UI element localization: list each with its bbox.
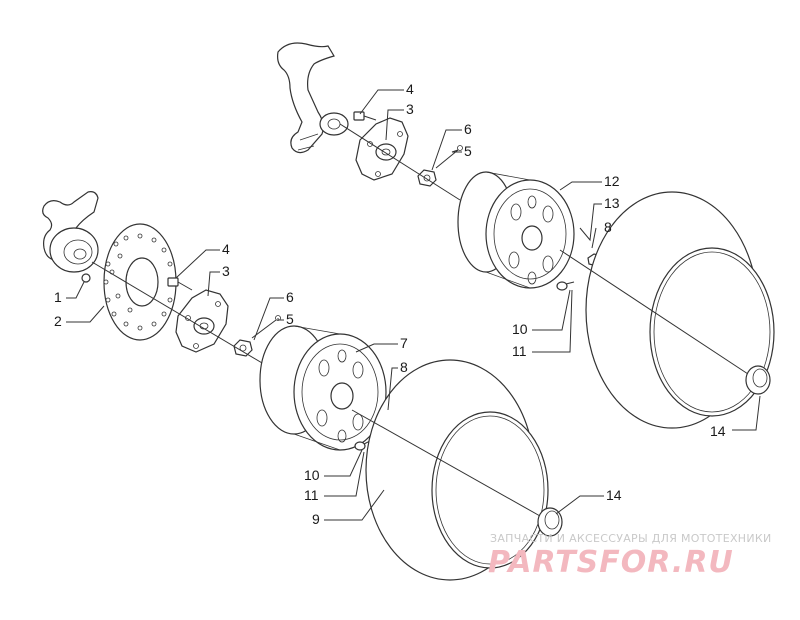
callout-1: 1 — [54, 289, 62, 305]
callout-3-lower: 3 — [222, 263, 230, 279]
lower-steering-knuckle — [42, 191, 99, 273]
lower-knuckle-bolt — [81, 273, 91, 283]
callout-8-lower: 8 — [400, 359, 408, 375]
callout-7: 7 — [400, 335, 408, 351]
upper-bolt — [353, 111, 377, 121]
callout-5-lower: 5 — [286, 311, 294, 327]
lower-bolt — [167, 277, 193, 291]
callout-6-lower: 6 — [286, 289, 294, 305]
callout-5-upper: 5 — [464, 143, 472, 159]
lower-hub-plate — [175, 289, 229, 353]
watermark-logo: PARTSFOR.RU — [488, 545, 734, 580]
callout-4-upper: 4 — [406, 81, 414, 97]
upper-cotter-pin — [435, 145, 463, 169]
watermark-tagline: ЗАПЧАСТИ И АКСЕССУАРЫ ДЛЯ МОТОТЕХНИКИ — [490, 532, 772, 545]
callout-9: 9 — [312, 511, 320, 527]
upper-wheel-rim — [457, 171, 575, 289]
callout-4-lower: 4 — [222, 241, 230, 257]
callout-labels: 4 3 6 5 12 13 8 10 11 14 1 2 4 3 6 5 7 8… — [54, 81, 726, 527]
upper-steering-knuckle — [277, 42, 349, 154]
leader-lines — [66, 89, 761, 521]
callout-11-lower: 11 — [304, 487, 319, 503]
callout-10-lower: 10 — [304, 467, 320, 483]
callout-13: 13 — [604, 195, 620, 211]
callout-8-upper: 8 — [604, 219, 612, 235]
callout-14-upper: 14 — [710, 423, 726, 439]
lower-nut — [233, 339, 253, 357]
callout-12: 12 — [604, 173, 620, 189]
lower-wheel-cap — [537, 507, 563, 537]
upper-wheel-cap — [745, 365, 771, 395]
callout-3-upper: 3 — [406, 101, 414, 117]
callout-14-lower: 14 — [606, 487, 622, 503]
brake-disc — [103, 223, 177, 341]
lower-wheel-rim — [259, 325, 387, 451]
upper-hub-plate — [355, 117, 409, 181]
upper-valve-stem — [556, 281, 575, 291]
upper-tire — [585, 191, 775, 429]
watermark: ЗАПЧАСТИ И АКСЕССУАРЫ ДЛЯ МОТОТЕХНИКИ PA… — [488, 532, 772, 580]
callout-2: 2 — [54, 313, 62, 329]
callout-6-upper: 6 — [464, 121, 472, 137]
callout-10-upper: 10 — [512, 321, 528, 337]
callout-11-upper: 11 — [512, 343, 527, 359]
lower-tire — [365, 359, 549, 581]
